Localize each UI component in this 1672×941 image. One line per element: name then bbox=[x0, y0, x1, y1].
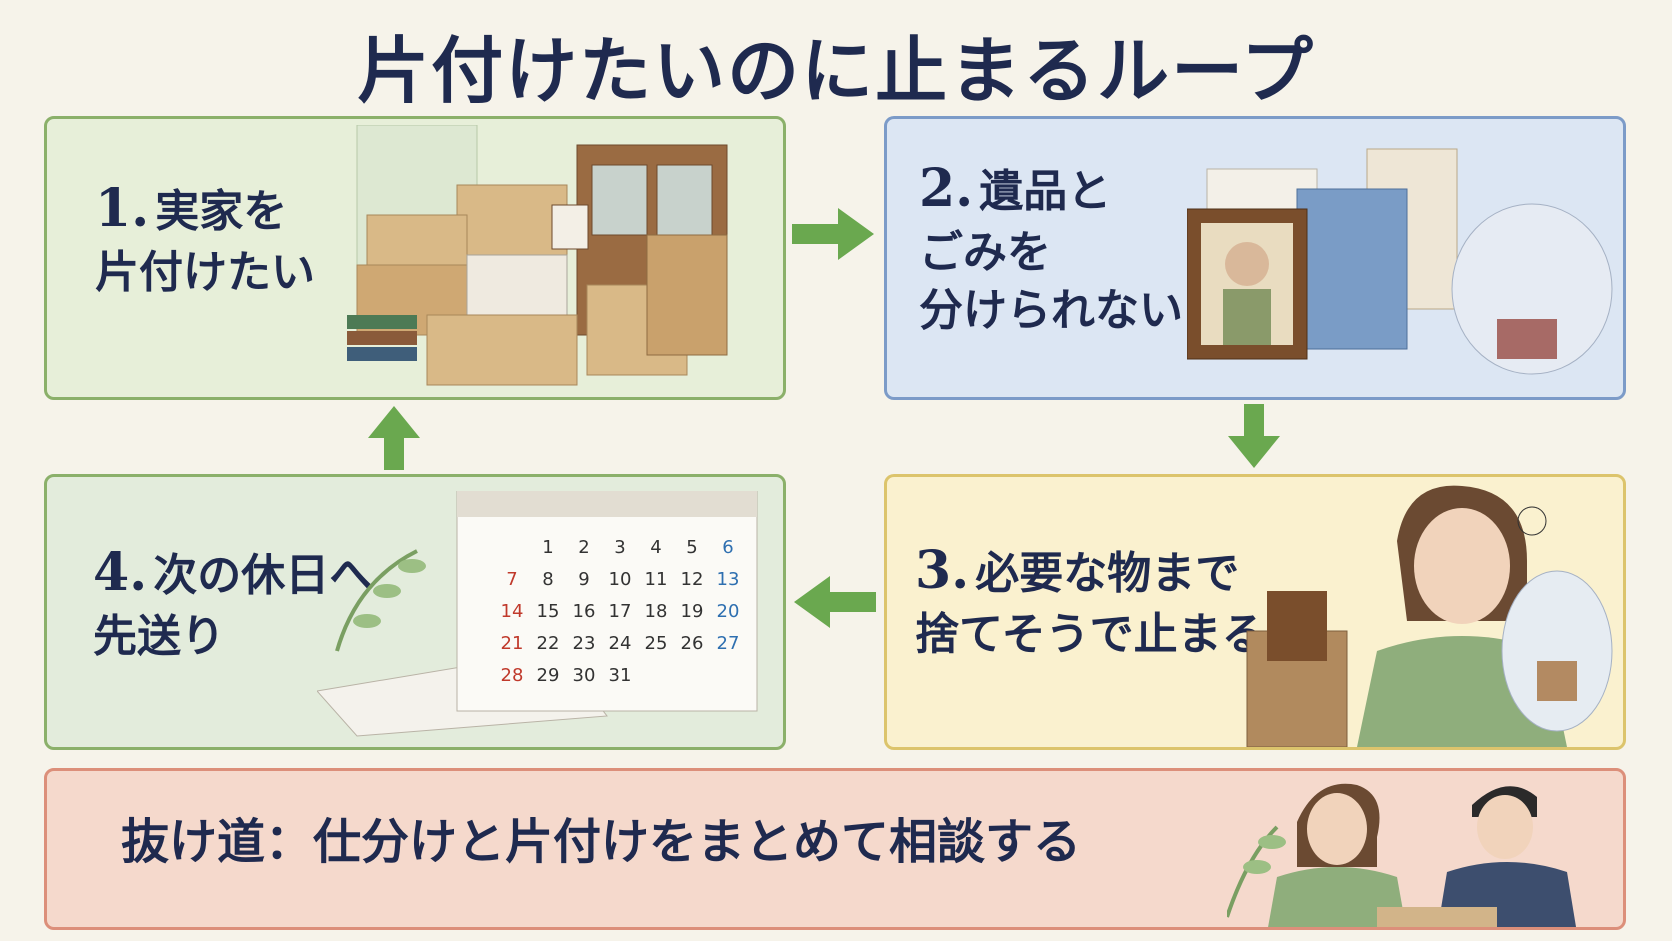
step-1-line-1: 実家を bbox=[155, 186, 288, 237]
calendar-day: 2 bbox=[578, 537, 589, 558]
calendar-day: 25 bbox=[645, 633, 668, 654]
calendar-day: 8 bbox=[542, 569, 553, 590]
calendar-day: 3 bbox=[614, 537, 625, 558]
calendar-day-saturday: 6 bbox=[722, 537, 733, 558]
memorial-items-illustration bbox=[1187, 148, 1613, 375]
calendar-row-2: 7 8 9 10 11 12 13 bbox=[506, 569, 739, 590]
step-2-text: 2.遺品と ごみを 分けられない bbox=[919, 155, 1183, 340]
calendar-day: 18 bbox=[645, 601, 668, 622]
step-1-panel: 1.実家を 片付けたい bbox=[44, 116, 786, 400]
calendar-day: 26 bbox=[681, 633, 704, 654]
calendar-row-3: 14 15 16 17 18 19 20 bbox=[501, 601, 740, 622]
calendar-day-sunday: 14 bbox=[501, 601, 524, 622]
calendar-day: 31 bbox=[609, 665, 632, 686]
calendar-day: 9 bbox=[578, 569, 589, 590]
step-2-line-1: 遺品と bbox=[979, 166, 1112, 217]
step-4-text: 4.次の休日へ 先送り bbox=[93, 539, 373, 666]
calendar-day: 15 bbox=[537, 601, 560, 622]
calendar-illustration: 1 2 3 4 5 6 7 8 9 10 11 12 13 14 15 16 1… bbox=[317, 491, 758, 737]
step-2-line-3: 分けられない bbox=[919, 284, 1183, 336]
step-2-line-2: ごみを bbox=[919, 226, 1051, 278]
calendar-day: 30 bbox=[573, 665, 596, 686]
arrow-icon-up bbox=[368, 406, 420, 470]
calendar-day: 1 bbox=[542, 537, 553, 558]
solution-text: 抜け道：仕分けと片付けをまとめて相談する bbox=[121, 814, 1082, 870]
calendar-day: 24 bbox=[609, 633, 632, 654]
cardboard-boxes-illustration bbox=[347, 125, 728, 386]
arrow-icon-down bbox=[1228, 404, 1280, 468]
calendar-day-saturday: 13 bbox=[717, 569, 740, 590]
calendar-day: 22 bbox=[537, 633, 560, 654]
step-3-line-2: 捨てそうで止まる bbox=[915, 608, 1266, 660]
solution-banner: 抜け道：仕分けと片付けをまとめて相談する bbox=[44, 768, 1626, 930]
calendar-day-sunday: 28 bbox=[501, 665, 524, 686]
calendar-day: 5 bbox=[686, 537, 697, 558]
step-4-line-2: 先送り bbox=[93, 610, 225, 662]
arrow-icon-left bbox=[794, 576, 876, 628]
calendar-day: 12 bbox=[681, 569, 704, 590]
step-4-number: 4. bbox=[93, 542, 148, 603]
calendar-day: 23 bbox=[573, 633, 596, 654]
step-3-text: 3.必要な物まで 捨てそうで止まる bbox=[915, 537, 1266, 664]
page-title: 片付けたいのに止まるループ bbox=[357, 29, 1315, 113]
worried-woman-illustration bbox=[1246, 485, 1613, 747]
calendar-day: 29 bbox=[537, 665, 560, 686]
calendar-row-1: 1 2 3 4 5 6 bbox=[542, 537, 733, 558]
calendar-day: 4 bbox=[650, 537, 661, 558]
calendar-row-5: 28 29 30 31 bbox=[501, 665, 632, 686]
calendar-day: 16 bbox=[573, 601, 596, 622]
calendar-day-saturday: 20 bbox=[717, 601, 740, 622]
calendar-day: 17 bbox=[609, 601, 632, 622]
calendar-row-4: 21 22 23 24 25 26 27 bbox=[501, 633, 740, 654]
calendar-day-saturday: 27 bbox=[717, 633, 740, 654]
step-4-line-1: 次の休日へ bbox=[153, 550, 374, 601]
calendar-day-sunday: 7 bbox=[506, 569, 517, 590]
step-2-number: 2. bbox=[919, 158, 974, 219]
calendar-day: 10 bbox=[609, 569, 632, 590]
calendar-day: 11 bbox=[645, 569, 668, 590]
step-4-panel: 4.次の休日へ 先送り 1 2 3 4 5 6 7 8 9 10 11 12 1… bbox=[44, 474, 786, 750]
step-3-line-1: 必要な物まで bbox=[975, 548, 1240, 599]
consultation-illustration bbox=[1227, 783, 1577, 927]
step-3-panel: 3.必要な物まで 捨てそうで止まる bbox=[884, 474, 1626, 750]
step-1-number: 1. bbox=[95, 178, 150, 239]
step-2-panel: 2.遺品と ごみを 分けられない bbox=[884, 116, 1626, 400]
step-1-text: 1.実家を 片付けたい bbox=[95, 175, 315, 302]
calendar-day: 19 bbox=[681, 601, 704, 622]
step-1-line-2: 片付けたい bbox=[95, 246, 315, 298]
arrow-icon-right bbox=[792, 208, 874, 260]
calendar-day-sunday: 21 bbox=[501, 633, 524, 654]
step-3-number: 3. bbox=[915, 540, 970, 601]
